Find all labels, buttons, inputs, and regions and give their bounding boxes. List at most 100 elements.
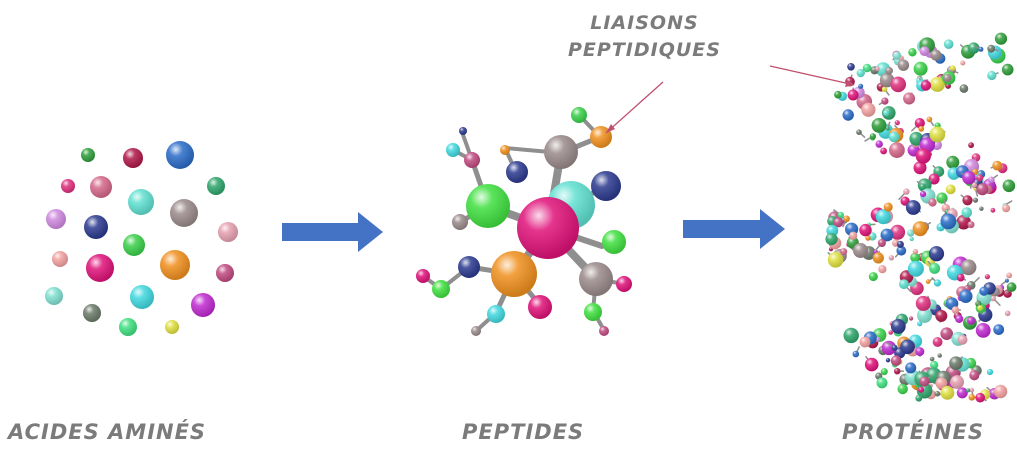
- atom-highlight: [935, 377, 948, 390]
- atom-highlight: [896, 240, 904, 248]
- atom-highlight: [993, 324, 1005, 335]
- arrow-to-peptides: [282, 212, 383, 252]
- atom-highlight: [968, 42, 980, 54]
- atom-highlight: [847, 63, 855, 71]
- atom-highlight: [978, 46, 984, 52]
- atom-highlight: [191, 293, 215, 317]
- atom-highlight: [917, 307, 932, 323]
- atom-highlight: [491, 251, 537, 297]
- atom-highlight: [165, 320, 179, 334]
- atom-highlight: [926, 116, 933, 123]
- atom-highlight: [934, 390, 941, 397]
- atom-highlight: [940, 213, 957, 230]
- atom-highlight: [945, 184, 956, 195]
- atom-highlight: [890, 319, 906, 334]
- atom-highlight: [968, 142, 974, 149]
- atom-highlight: [987, 70, 997, 81]
- atom-highlight: [888, 255, 895, 261]
- atom-highlight: [916, 382, 933, 399]
- atom-highlight: [843, 215, 850, 223]
- bond-pointer-lines: [605, 65, 855, 134]
- atom-highlight: [946, 155, 960, 169]
- protein-helix: [825, 32, 1017, 403]
- peptide-bonds-label: LIAISONS PEPTIDIQUES: [568, 10, 721, 64]
- atom-highlight: [616, 276, 632, 292]
- atom-highlight: [890, 224, 906, 240]
- atom-highlight: [950, 375, 964, 389]
- atom-highlight: [994, 32, 1008, 45]
- atom-highlight: [930, 49, 942, 61]
- atom-highlight: [961, 207, 973, 218]
- atom-highlight: [909, 236, 914, 242]
- atom-highlight: [960, 60, 966, 66]
- peptide-bonds-label-line2: PEPTIDIQUES: [568, 39, 721, 61]
- atom-highlight: [900, 339, 915, 355]
- atom-highlight: [90, 176, 112, 198]
- atom-highlight: [897, 59, 910, 71]
- atom-highlight: [986, 368, 994, 376]
- atom-highlight: [967, 221, 975, 229]
- atom-highlight: [591, 171, 621, 201]
- atom-highlight: [1002, 179, 1016, 193]
- atom-highlight: [883, 202, 893, 212]
- atom-highlight: [216, 264, 234, 282]
- atom-highlight: [977, 305, 983, 311]
- atom-highlight: [960, 259, 977, 276]
- atom-highlight: [908, 48, 917, 57]
- amino-acids-label: ACIDES AMINÉS: [8, 420, 207, 444]
- atom-highlight: [840, 248, 848, 256]
- atom-highlight: [878, 265, 887, 274]
- atom-highlight: [862, 63, 872, 73]
- atom-highlight: [915, 394, 923, 402]
- atom-highlight: [912, 248, 919, 255]
- atom-highlight: [949, 356, 963, 371]
- atom-highlight: [856, 69, 865, 78]
- atom-highlight: [909, 316, 914, 321]
- atom-highlight: [466, 184, 510, 228]
- atom-highlight: [903, 188, 910, 195]
- atom-highlight: [929, 76, 945, 92]
- atom-highlight: [890, 355, 902, 367]
- atom-highlight: [912, 221, 928, 237]
- atom-highlight: [943, 74, 952, 83]
- atom-highlight: [123, 148, 143, 168]
- atom-highlight: [861, 102, 876, 117]
- atom-highlight: [84, 215, 108, 239]
- atom-highlight: [827, 251, 844, 268]
- atom-highlight: [833, 217, 844, 228]
- atom-highlight: [956, 273, 965, 282]
- atom-highlight: [987, 44, 996, 53]
- atom-highlight: [1004, 310, 1011, 317]
- atom-highlight: [919, 183, 926, 190]
- atom-highlight: [590, 126, 612, 148]
- atom-highlight: [881, 340, 897, 356]
- atom-highlight: [988, 176, 995, 184]
- atom-highlight: [949, 65, 956, 71]
- atom-highlight: [975, 392, 985, 403]
- atom-highlight: [83, 304, 101, 322]
- atom-highlight: [876, 377, 888, 389]
- atom-highlight: [584, 303, 602, 321]
- atom-highlight: [979, 206, 984, 211]
- atom-highlight: [166, 141, 194, 169]
- atom-highlight: [951, 306, 960, 314]
- atom-highlight: [218, 222, 238, 242]
- atom-highlight: [928, 198, 937, 207]
- atom-highlight: [517, 197, 579, 259]
- atom-highlight: [968, 394, 976, 401]
- atom-highlight: [890, 76, 906, 93]
- atom-highlight: [993, 384, 1008, 399]
- atom-highlight: [880, 228, 894, 242]
- atom-highlight: [885, 358, 891, 363]
- atom-highlight: [967, 316, 976, 325]
- atom-highlight: [1006, 272, 1013, 279]
- atom-highlight: [972, 197, 979, 203]
- atom-highlight: [452, 214, 468, 230]
- atom-highlight: [894, 368, 901, 375]
- atom-highlight: [46, 209, 66, 229]
- atom-highlight: [990, 295, 996, 302]
- atom-highlight: [969, 370, 980, 381]
- atom-highlight: [458, 256, 480, 278]
- atom-highlight: [909, 131, 924, 146]
